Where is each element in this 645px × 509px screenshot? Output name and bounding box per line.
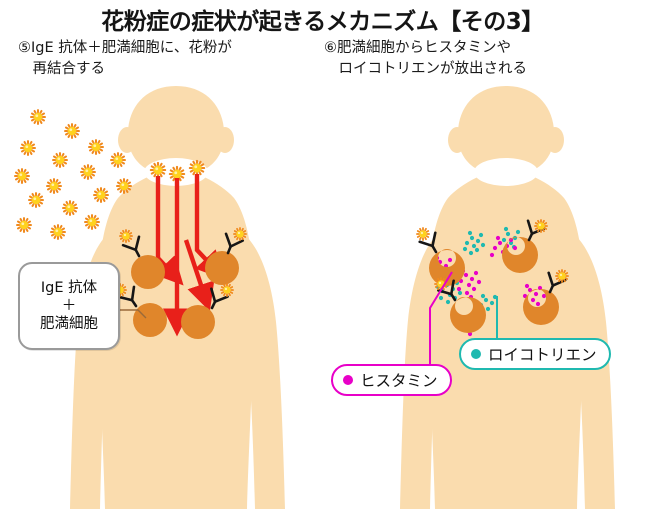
caption-step-5: ⑤IgE 抗体＋肥満細胞に、花粉が 再結合する (18, 40, 232, 78)
ige-antibody-mast-cell-label: IgE 抗体 ＋ 肥満細胞 (18, 262, 120, 350)
legend-leukotriene-label: ロイコトリエン (488, 346, 597, 364)
leukotriene-dot-icon (471, 349, 481, 359)
legend-histamine-label: ヒスタミン (360, 372, 438, 390)
legend-leukotriene: ロイコトリエン (459, 338, 611, 370)
right-mast-cells (416, 219, 569, 333)
right-figure-body (400, 86, 615, 509)
caption-step-6: ⑥肥満細胞からヒスタミンや ロイコトリエンが放出される (324, 40, 527, 78)
label-leader-line (120, 309, 147, 319)
page-title: 花粉症の症状が起きるメカニズム【その3】 (101, 9, 544, 35)
leukotriene-granules (435, 226, 521, 312)
legend-histamine: ヒスタミン (331, 364, 452, 396)
histamine-dot-icon (343, 375, 353, 385)
left-mast-cells (113, 227, 247, 339)
